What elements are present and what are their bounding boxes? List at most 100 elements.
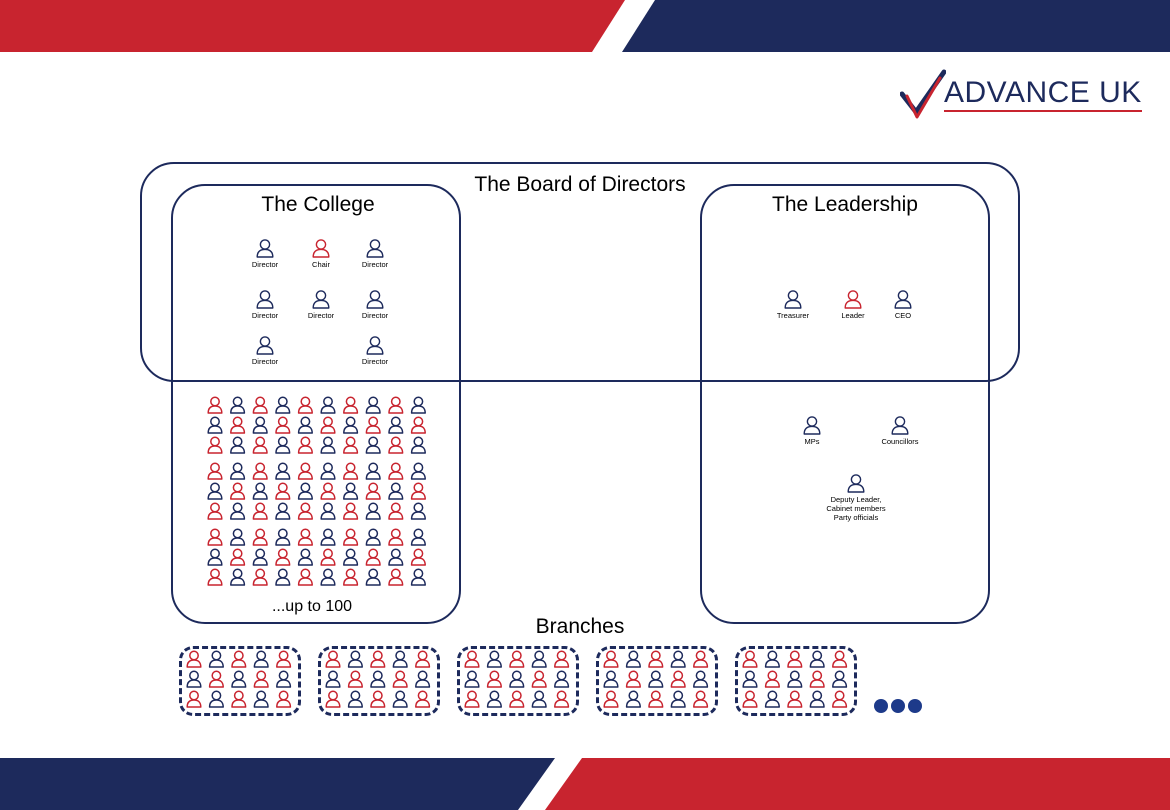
member-icon xyxy=(603,690,619,708)
member-icon xyxy=(554,670,570,688)
member-icon xyxy=(320,416,336,434)
person-chair: Chair xyxy=(291,238,351,269)
person-icon xyxy=(312,290,330,309)
logo-underline xyxy=(944,110,1142,112)
member-icon xyxy=(343,568,359,586)
member-icon xyxy=(410,482,426,500)
member-icon xyxy=(410,396,426,414)
person-deputy: Deputy Leader, Cabinet members Party off… xyxy=(801,473,911,522)
person-director: Director xyxy=(291,289,351,320)
member-icon xyxy=(208,650,224,668)
college-box xyxy=(171,184,461,624)
member-icon xyxy=(365,436,381,454)
member-icon xyxy=(509,650,525,668)
member-icon xyxy=(388,396,404,414)
member-icon xyxy=(625,690,641,708)
member-icon xyxy=(388,568,404,586)
member-icon xyxy=(320,436,336,454)
member-icon xyxy=(509,690,525,708)
member-icon xyxy=(275,436,291,454)
member-icon xyxy=(231,670,247,688)
member-icon xyxy=(787,670,803,688)
person-icon xyxy=(891,416,909,435)
person-label: Director xyxy=(251,311,279,320)
member-icon xyxy=(230,502,246,520)
member-icon xyxy=(670,650,686,668)
member-icon xyxy=(276,690,292,708)
member-icon xyxy=(253,690,269,708)
branch-box xyxy=(179,646,301,716)
member-icon xyxy=(410,416,426,434)
person-label: Leader xyxy=(841,311,865,320)
member-icon xyxy=(253,650,269,668)
member-icon xyxy=(297,568,313,586)
member-icon xyxy=(509,670,525,688)
member-icon xyxy=(320,462,336,480)
member-icon xyxy=(365,568,381,586)
member-icon xyxy=(252,462,268,480)
member-icon xyxy=(347,670,363,688)
member-icon xyxy=(388,528,404,546)
member-icon xyxy=(208,690,224,708)
member-icon xyxy=(275,502,291,520)
member-icon xyxy=(554,650,570,668)
person-label: Director xyxy=(361,311,389,320)
member-icon xyxy=(252,416,268,434)
person-icon xyxy=(312,239,330,258)
person-label: Treasurer xyxy=(776,311,810,320)
member-icon xyxy=(809,650,825,668)
member-icon xyxy=(392,690,408,708)
member-icon xyxy=(464,650,480,668)
member-icon xyxy=(297,396,313,414)
branches-title: Branches xyxy=(535,615,625,638)
member-icon xyxy=(343,548,359,566)
member-icon xyxy=(832,690,848,708)
person-label: CEO xyxy=(894,311,912,320)
member-icon xyxy=(670,690,686,708)
member-icon xyxy=(320,502,336,520)
member-icon xyxy=(410,568,426,586)
member-icon xyxy=(415,650,431,668)
member-icon xyxy=(365,548,381,566)
member-icon xyxy=(531,650,547,668)
member-icon xyxy=(297,462,313,480)
member-icon xyxy=(764,690,780,708)
member-icon xyxy=(320,396,336,414)
member-icon xyxy=(603,650,619,668)
member-icon xyxy=(343,462,359,480)
member-icon xyxy=(253,670,269,688)
member-icon xyxy=(252,436,268,454)
member-icon xyxy=(252,528,268,546)
member-icon xyxy=(388,482,404,500)
college-title: The College xyxy=(261,193,375,216)
member-icon xyxy=(625,670,641,688)
person-label: Councillors xyxy=(881,437,919,446)
member-icon xyxy=(625,650,641,668)
member-icon xyxy=(347,650,363,668)
member-icon xyxy=(693,690,709,708)
leadership-box xyxy=(700,184,990,624)
person-icon xyxy=(366,336,384,355)
member-icon xyxy=(410,528,426,546)
logo-text: ADVANCE UK xyxy=(944,76,1142,109)
member-icon xyxy=(207,416,223,434)
person-label: Director xyxy=(361,260,389,269)
member-icon xyxy=(370,650,386,668)
person-label: Deputy Leader, Cabinet members Party off… xyxy=(826,495,886,522)
member-icon xyxy=(392,670,408,688)
member-icon xyxy=(415,670,431,688)
member-icon xyxy=(343,482,359,500)
member-icon xyxy=(297,528,313,546)
member-icon xyxy=(231,650,247,668)
member-icon xyxy=(388,462,404,480)
member-icon xyxy=(231,690,247,708)
person-treasurer: Treasurer xyxy=(763,289,823,320)
member-icon xyxy=(252,482,268,500)
person-icon xyxy=(894,290,912,309)
member-icon xyxy=(252,568,268,586)
member-icon xyxy=(186,670,202,688)
member-icon xyxy=(693,650,709,668)
